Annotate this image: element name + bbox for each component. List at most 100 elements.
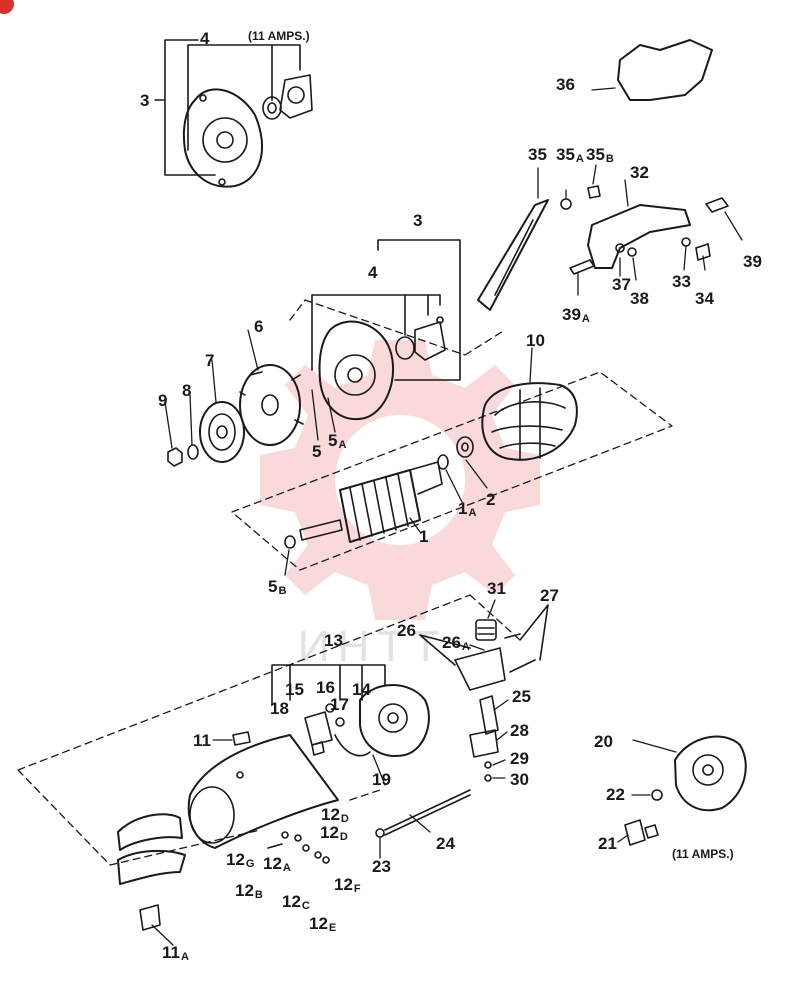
callout-11: 11 bbox=[193, 731, 211, 750]
callout-39a: 39A bbox=[562, 305, 590, 325]
callout-27: 27 bbox=[540, 586, 559, 605]
callout-29: 29 bbox=[510, 749, 529, 768]
part-21-brush bbox=[624, 819, 659, 846]
callout-12g: 12G bbox=[226, 850, 255, 870]
callout-15: 15 bbox=[285, 680, 304, 699]
end-frame-top bbox=[182, 88, 264, 188]
callout-5: 5 bbox=[312, 442, 322, 461]
callout-8: 8 bbox=[182, 381, 192, 400]
bracket-3-mid bbox=[377, 239, 461, 381]
part-36-shield bbox=[617, 39, 713, 101]
note-11-amps-bottom: (11 AMPS.) bbox=[672, 847, 734, 861]
callout-32: 32 bbox=[630, 163, 649, 182]
part-6-fan bbox=[239, 364, 304, 446]
starter-housing bbox=[187, 734, 339, 849]
callout-12f: 12F bbox=[334, 875, 361, 895]
bracket-27 bbox=[519, 604, 549, 661]
callout-6: 6 bbox=[254, 317, 264, 336]
part-26-bracket bbox=[454, 647, 506, 691]
callout-7: 7 bbox=[205, 351, 215, 370]
part-24-thru-bolt bbox=[384, 789, 471, 836]
retainer-mid bbox=[414, 321, 446, 361]
part-25-shaft bbox=[479, 695, 499, 735]
callout-17: 17 bbox=[330, 695, 349, 714]
part-27-screws bbox=[504, 633, 536, 673]
part-17-spring bbox=[335, 717, 345, 727]
callout-10: 10 bbox=[526, 331, 545, 350]
part-9-nut bbox=[167, 447, 183, 467]
callout-21: 21 bbox=[598, 834, 617, 853]
dashed-outline-endframe bbox=[289, 299, 506, 356]
callout-33: 33 bbox=[672, 272, 691, 291]
part-23-washer bbox=[375, 828, 385, 838]
callout-22: 22 bbox=[606, 785, 625, 804]
callout-26a: 26A bbox=[442, 633, 470, 653]
callout-3-top: 3 bbox=[140, 91, 150, 110]
part-15-brush-plate bbox=[304, 711, 333, 746]
part-14-end-head bbox=[359, 684, 430, 757]
callout-20: 20 bbox=[594, 732, 613, 751]
callout-12e: 12E bbox=[309, 914, 337, 934]
bracket-4-top bbox=[187, 44, 301, 151]
pole-shoe-upper bbox=[117, 813, 183, 851]
part-35b-bolt bbox=[587, 185, 601, 199]
callout-12a: 12A bbox=[263, 854, 291, 874]
callout-25: 25 bbox=[512, 687, 531, 706]
callout-37: 37 bbox=[612, 275, 631, 294]
bracket-26 bbox=[419, 634, 471, 666]
part-32-bracket bbox=[587, 204, 691, 269]
part-2-bearing bbox=[456, 436, 474, 458]
callout-12b: 12B bbox=[235, 881, 263, 901]
callout-9: 9 bbox=[158, 391, 168, 410]
callout-16: 16 bbox=[316, 678, 335, 697]
part-1-armature bbox=[299, 461, 443, 543]
part-16-spring bbox=[325, 703, 335, 713]
callout-11a: 11A bbox=[162, 943, 189, 963]
part-10-field-coil bbox=[481, 382, 578, 461]
part-11-screw bbox=[232, 731, 251, 746]
callout-19: 19 bbox=[372, 770, 391, 789]
bracket-4-mid bbox=[311, 294, 441, 371]
callout-12c: 12C bbox=[282, 892, 310, 912]
callout-4-top: 4 bbox=[200, 29, 210, 48]
part-30-nut bbox=[484, 774, 492, 782]
callout-26: 26 bbox=[397, 621, 416, 640]
corner-badge bbox=[0, 0, 14, 14]
callout-1: 1 bbox=[419, 527, 429, 546]
callout-13: 13 bbox=[324, 631, 343, 650]
pole-shoe-lower bbox=[117, 849, 186, 885]
callout-5b: 5B bbox=[268, 577, 287, 597]
callout-18: 18 bbox=[270, 699, 289, 718]
callout-35b: 35B bbox=[586, 145, 614, 165]
part-29-washer bbox=[484, 761, 492, 769]
callout-36: 36 bbox=[556, 75, 575, 94]
callout-12d-a: 12D bbox=[321, 805, 349, 825]
callout-1a: 1A bbox=[458, 499, 477, 519]
callout-30: 30 bbox=[510, 770, 529, 789]
part-35a-washer bbox=[560, 198, 572, 210]
part-31-drive-pinion bbox=[475, 619, 497, 641]
part-28-plate bbox=[469, 729, 499, 758]
part-39a-bolt bbox=[569, 259, 595, 275]
part-22-spring bbox=[651, 789, 663, 801]
end-frame-mid bbox=[318, 320, 395, 421]
bracket-13 bbox=[271, 664, 386, 706]
bracket-3-top bbox=[154, 39, 216, 176]
callout-12d-b: 12D bbox=[320, 823, 348, 843]
part-39-bolt bbox=[705, 197, 729, 213]
callout-31: 31 bbox=[487, 579, 506, 598]
callout-34: 34 bbox=[695, 289, 714, 308]
part-5b-washer bbox=[284, 535, 296, 549]
part-8-washer bbox=[187, 444, 199, 460]
part-35-strap bbox=[477, 199, 549, 311]
callout-35: 35 bbox=[528, 145, 547, 164]
callout-39: 39 bbox=[743, 252, 762, 271]
callout-4-mid: 4 bbox=[368, 263, 378, 282]
callout-35a: 35A bbox=[556, 145, 584, 165]
part-11a-shoe bbox=[139, 904, 161, 931]
dashed-outline-housing bbox=[17, 594, 521, 866]
bearing-mid bbox=[395, 336, 415, 360]
callout-24: 24 bbox=[436, 834, 455, 853]
dashed-outline-armature bbox=[231, 371, 673, 571]
